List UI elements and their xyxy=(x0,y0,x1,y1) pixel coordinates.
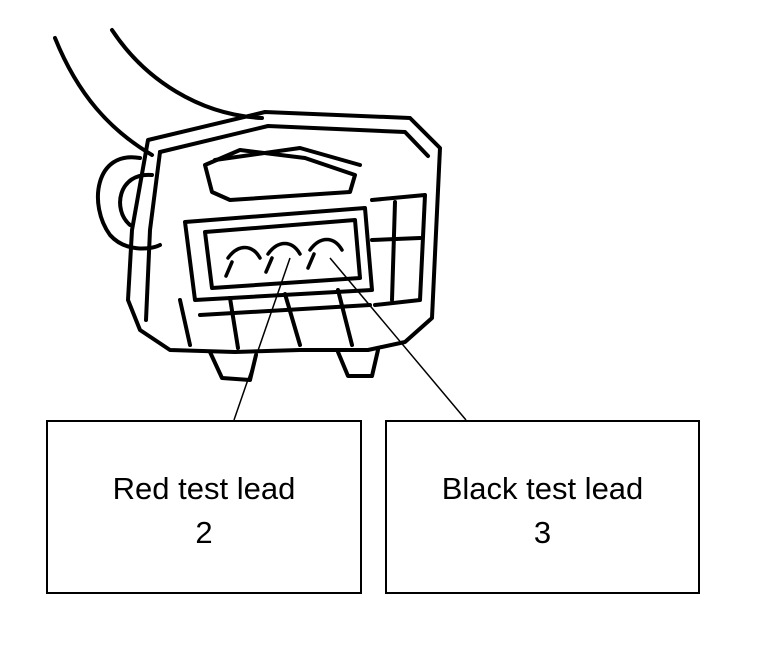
terminal-1 xyxy=(224,245,262,278)
callout-black-test-lead: Black test lead 3 xyxy=(385,420,700,594)
connector-foot-right xyxy=(336,348,380,378)
terminal-2 xyxy=(264,241,302,274)
connector-foot-left xyxy=(208,350,258,382)
callout-red-test-lead: Red test lead 2 xyxy=(46,420,362,594)
terminal-shroud xyxy=(183,206,374,302)
locking-clip xyxy=(96,155,162,251)
callout-pin-number: 3 xyxy=(533,515,552,550)
callout-pin-number: 2 xyxy=(195,515,213,550)
leader-line-red xyxy=(233,257,291,421)
terminal-3 xyxy=(306,237,344,270)
connector-housing xyxy=(126,110,442,354)
leader-line-black xyxy=(329,257,467,421)
wire-harness-2 xyxy=(110,28,264,120)
top-latch xyxy=(203,148,357,202)
wire-harness xyxy=(53,36,154,157)
callout-label: Red test lead xyxy=(112,471,296,506)
callout-label: Black test lead xyxy=(441,471,644,506)
